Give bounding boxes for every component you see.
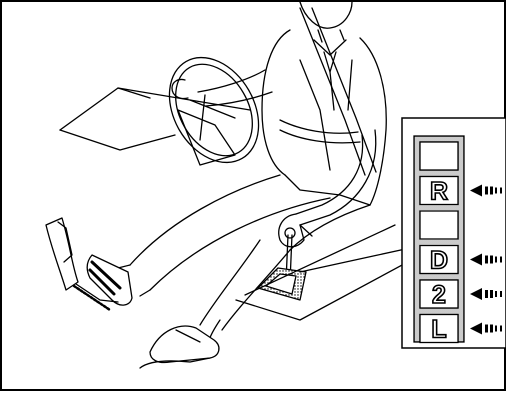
gear-label: D [430, 247, 448, 275]
gear-label: R [430, 178, 448, 206]
gear-cell [420, 142, 458, 170]
gear-cell-box [420, 142, 458, 170]
gear-panel: R D 2L [402, 118, 506, 348]
gear-label: L [431, 316, 446, 344]
gear-cell-box [420, 211, 458, 239]
gear-label: 2 [432, 281, 446, 309]
gear-cell [420, 211, 458, 239]
